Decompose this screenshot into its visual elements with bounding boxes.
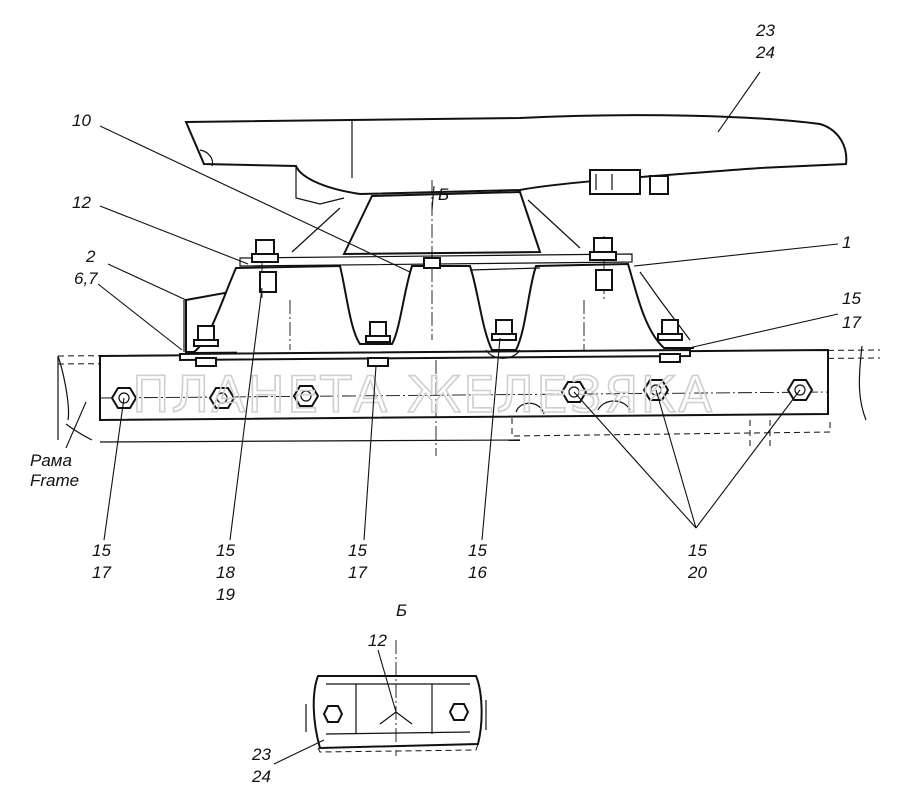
callout-19: 19 bbox=[216, 585, 235, 604]
callout-labels: 23 24 10 12 2 6,7 1 15 17 15 17 15 18 19… bbox=[30, 21, 861, 604]
leader-lines bbox=[65, 71, 839, 541]
callout-2: 2 bbox=[85, 247, 96, 266]
bolt-top-mid bbox=[423, 257, 441, 269]
bolt-trough-2 bbox=[491, 319, 517, 341]
callout-12-detail: 12 bbox=[368, 631, 387, 650]
callout-15-a: 15 bbox=[216, 541, 235, 560]
detail-view-b: Б 12 23 24 bbox=[251, 601, 487, 786]
callout-15-left: 15 bbox=[92, 541, 111, 560]
callout-23-detail: 23 bbox=[251, 745, 271, 764]
support-bracket bbox=[291, 190, 691, 341]
callout-15-b: 15 bbox=[348, 541, 367, 560]
callout-16: 16 bbox=[468, 563, 487, 582]
callout-15-right: 15 bbox=[842, 289, 861, 308]
frame-label-ru: Рама bbox=[30, 451, 72, 470]
frame-label-en: Frame bbox=[30, 471, 79, 490]
detail-title: Б bbox=[396, 601, 407, 620]
bolt-top-right bbox=[589, 237, 617, 291]
callout-10: 10 bbox=[72, 111, 91, 130]
fifth-wheel-plate bbox=[184, 114, 848, 205]
callout-1: 1 bbox=[842, 233, 851, 252]
callout-24-top: 24 bbox=[755, 43, 775, 62]
callout-18: 18 bbox=[216, 563, 235, 582]
callout-23-top: 23 bbox=[755, 21, 775, 40]
callout-6-7: 6,7 bbox=[74, 269, 98, 288]
section-cut-line bbox=[431, 185, 435, 211]
callout-15-c: 15 bbox=[468, 541, 487, 560]
callout-24-detail: 24 bbox=[251, 767, 271, 786]
base-plate bbox=[179, 253, 694, 362]
bolt-top-left bbox=[251, 239, 279, 293]
bolt-left-flange bbox=[193, 325, 219, 367]
callout-12: 12 bbox=[72, 193, 91, 212]
bolt-trough-1 bbox=[365, 321, 391, 367]
hex-bolt-3 bbox=[292, 385, 320, 407]
hex-bolt-2 bbox=[208, 387, 236, 409]
detail-bolt-left bbox=[322, 705, 344, 723]
callout-17-mid: 17 bbox=[348, 563, 367, 582]
callout-15-d: 15 bbox=[688, 541, 707, 560]
section-marker: Б bbox=[438, 185, 449, 204]
callout-17-right: 17 bbox=[842, 313, 861, 332]
bolt-right-flange bbox=[657, 319, 683, 363]
bolts bbox=[110, 237, 814, 415]
callout-17-left: 17 bbox=[92, 563, 111, 582]
watermark-text: ПЛАНЕТА ЖЕЛЕЗЯКА bbox=[132, 366, 714, 424]
detail-bolt-right bbox=[448, 703, 470, 721]
callout-20: 20 bbox=[687, 563, 707, 582]
